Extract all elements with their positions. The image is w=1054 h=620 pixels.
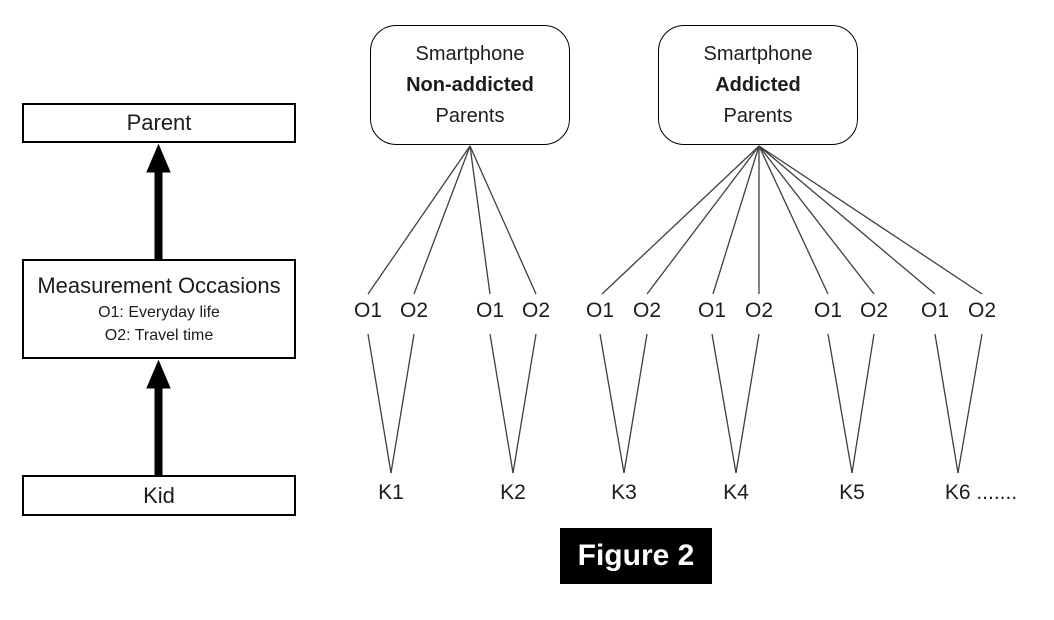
kid-label: K1 bbox=[378, 481, 404, 504]
occasion-label: O2 bbox=[859, 299, 889, 322]
measurement-occasions-box: Measurement Occasions O1: Everyday life … bbox=[22, 259, 296, 359]
addicted-line2: Addicted bbox=[715, 73, 801, 96]
non-addicted-parents-box: Smartphone Non-addicted Parents bbox=[370, 25, 570, 145]
kid-box: Kid bbox=[22, 475, 296, 516]
occasion-label: O2 bbox=[399, 299, 429, 322]
occasion-label: O2 bbox=[967, 299, 997, 322]
kid-label: K5 bbox=[839, 481, 865, 504]
occasion-label: O2 bbox=[521, 299, 551, 322]
addicted-parents-box: Smartphone Addicted Parents bbox=[658, 25, 858, 145]
arrow-head-measurement-to-parent bbox=[146, 143, 171, 173]
kid-label: K4 bbox=[723, 481, 749, 504]
kid-label: K3 bbox=[611, 481, 637, 504]
non-addicted-line2: Non-addicted bbox=[406, 73, 534, 96]
addicted-line3: Parents bbox=[723, 104, 793, 127]
occasion-label: O1 bbox=[697, 299, 727, 322]
occasion-1-definition: O1: Everyday life bbox=[98, 304, 220, 321]
kid-connector-lines bbox=[367, 333, 983, 474]
flow-arrows bbox=[146, 143, 171, 475]
parent-box: Parent bbox=[22, 103, 296, 143]
kid-box-label: Kid bbox=[143, 482, 175, 508]
addicted-line1: Smartphone bbox=[703, 42, 813, 65]
figure-caption-text: Figure 2 bbox=[577, 539, 695, 572]
kid-label: K6 ....... bbox=[944, 481, 1018, 504]
occasion-label: O1 bbox=[813, 299, 843, 322]
occasion-label: O1 bbox=[585, 299, 615, 322]
occasion-2-definition: O2: Travel time bbox=[104, 327, 214, 344]
fan-lines-non-addicted bbox=[367, 145, 537, 295]
measurement-occasions-title: Measurement Occasions bbox=[37, 273, 281, 298]
non-addicted-line1: Smartphone bbox=[415, 42, 525, 65]
occasion-label: O2 bbox=[744, 299, 774, 322]
occasion-label: O2 bbox=[632, 299, 662, 322]
arrow-head-kid-to-measurement bbox=[146, 359, 171, 389]
occasion-label: O1 bbox=[475, 299, 505, 322]
figure-caption: Figure 2 bbox=[560, 528, 712, 584]
occasion-label: O1 bbox=[353, 299, 383, 322]
parent-box-label: Parent bbox=[126, 110, 192, 135]
occasion-label: O1 bbox=[920, 299, 950, 322]
fan-lines-addicted bbox=[601, 145, 983, 295]
non-addicted-line3: Parents bbox=[435, 104, 505, 127]
kid-label: K2 bbox=[500, 481, 526, 504]
